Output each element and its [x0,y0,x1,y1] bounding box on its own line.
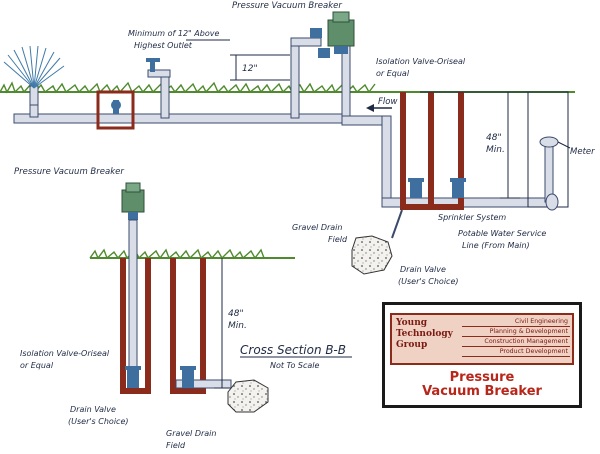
min-height-label-1: Minimum of 12" Above [128,29,219,38]
valve-box-left [96,90,135,130]
service-item: Product Development [462,347,570,357]
isolation-top-label-1: Isolation Valve-Oriseal [376,57,466,66]
pvb-section-label: Pressure Vacuum Breaker [14,167,124,177]
drain-section-label-1: Drain Valve [70,405,116,414]
service-item: Construction Management [462,337,570,347]
drain-top-label-1: Drain Valve [400,265,446,274]
company-name: Young Technology Group [396,318,462,351]
depth-section-label-2: Min. [228,321,247,331]
drawing-title-line-2: Vacuum Breaker [422,384,542,399]
depth-section-label-1: 48" [228,309,244,319]
isolation-section-label-1: Isolation Valve-Oriseal [20,349,110,358]
drawing-title: Pressure Vacuum Breaker [385,371,579,399]
min-height-label-2: Highest Outlet [134,41,193,50]
service-item: Planning & Development [462,327,570,337]
gravel-field-section [227,379,269,413]
potable-label-2: Line (From Main) [462,241,530,250]
company-logo: Young Technology Group Civil Engineering… [390,313,574,365]
gravel-top-label-1: Gravel Drain [292,223,342,232]
gravel-field-top [351,209,403,275]
gravel-section-label-1: Gravel Drain [166,429,216,438]
dimension-12-label: 12" [242,64,258,74]
gravel-section-label-2: Field [166,441,186,450]
lateral-pipe [13,37,553,208]
hose-bib-icon [146,58,171,78]
section-grade-line [89,248,295,260]
company-name-line: Young [396,318,428,328]
depth-top-label-2: Min. [486,145,505,155]
meter-label: Meter [570,147,595,157]
section-subtitle: Not To Scale [270,361,319,370]
trench-section [120,258,232,394]
drain-top-label-2: (User's Choice) [398,277,458,286]
title-block: Young Technology Group Civil Engineering… [382,302,582,408]
drawing-title-line-1: Pressure [449,370,515,385]
meter-box [527,91,571,211]
pvb-top-label: Pressure Vacuum Breaker [232,1,342,11]
company-name-line: Technology [396,329,453,339]
depth-top-label-1: 48" [486,133,502,143]
sprinkler-system-label: Sprinkler System [438,213,506,222]
drain-section-label-2: (User's Choice) [68,417,128,426]
dimension-12in [186,39,290,81]
isolation-top-label-2: or Equal [376,69,410,78]
sprinkler-head-icon [3,45,65,109]
gravel-top-label-2: Field [328,235,348,244]
isolation-section-label-2: or Equal [20,361,54,370]
flow-label: Flow [378,97,397,107]
section-title: Cross Section B-B [240,343,346,357]
flow-arrow-icon [366,104,392,112]
company-name-line: Group [396,340,428,350]
service-item: Civil Engineering [462,317,570,327]
potable-label-1: Potable Water Service [458,229,546,238]
trench-top-right [400,91,528,210]
pvb-top-icon [310,11,355,58]
service-list: Civil Engineering Planning & Development… [462,317,570,357]
top-grade-line [0,81,575,94]
